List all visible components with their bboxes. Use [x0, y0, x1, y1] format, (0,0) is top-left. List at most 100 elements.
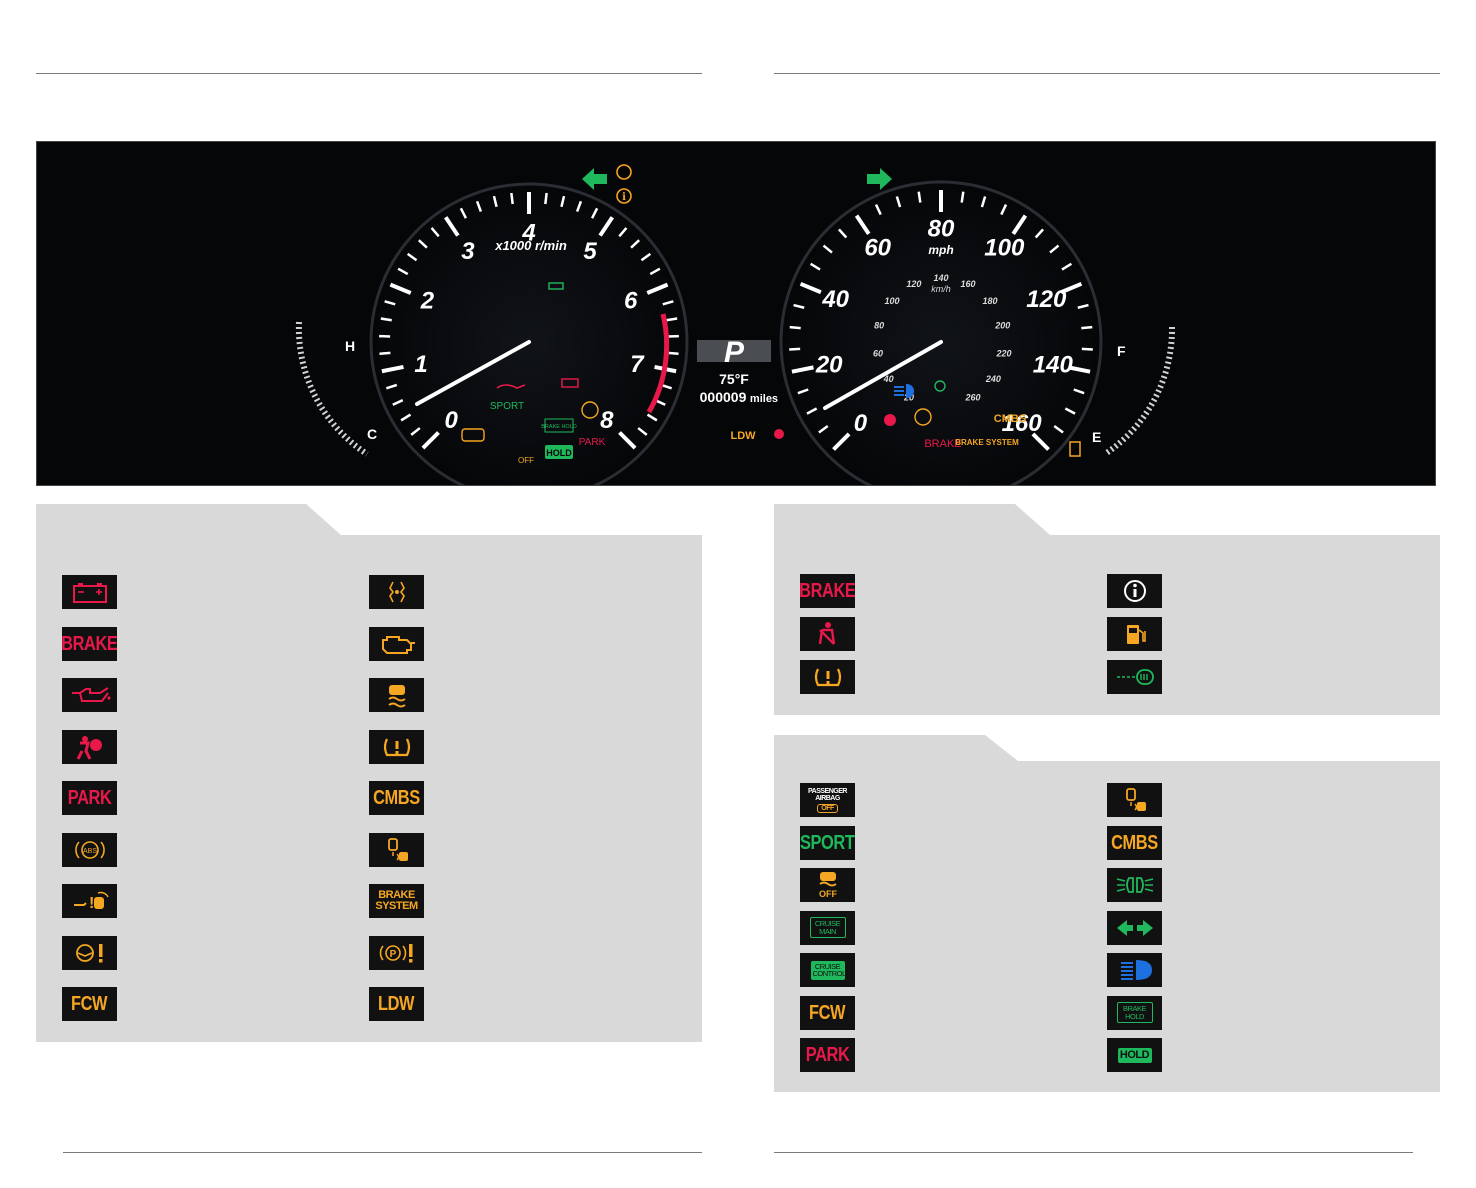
fuel-gauge: [1103, 326, 1176, 457]
legend-tile-check-engine: [369, 626, 424, 661]
gauge-number: 160: [961, 279, 976, 289]
svg-text:i: i: [622, 192, 626, 203]
steering-warning-icon: [75, 943, 102, 962]
stability-control-icon: [387, 685, 406, 708]
legend-tile-park: PARK: [800, 1038, 855, 1072]
minor-tick: [806, 407, 818, 415]
temp-cold-label: C: [367, 426, 377, 442]
legend-tile-tire-pressure: [369, 729, 424, 764]
cluster-fog-icon: [934, 380, 946, 392]
minor-tick: [590, 207, 599, 219]
legend-tile-label: BRAKE: [62, 632, 117, 655]
major-tick: [389, 282, 412, 295]
major-tick: [1031, 432, 1050, 451]
cluster-hold-box: [545, 445, 573, 459]
minor-tick: [1053, 424, 1064, 434]
tach-unit: x1000 r/min: [494, 238, 567, 253]
minor-tick: [384, 300, 396, 306]
legend-tile-label: FCW: [809, 1001, 846, 1024]
minor-tick: [789, 325, 801, 330]
gauge-number: 8: [600, 407, 614, 434]
minor-tick: [618, 227, 628, 238]
minor-tick: [1081, 347, 1093, 351]
legend-tile-label: CRUISE MAIN: [809, 917, 846, 938]
gauge-number: 120: [1026, 286, 1067, 313]
minor-tick: [492, 195, 498, 208]
gauge-number: 5: [583, 238, 597, 265]
legend-tile-ldw: LDW: [369, 987, 424, 1021]
minor-tick: [640, 252, 652, 262]
cluster-oil-icon: [496, 384, 526, 389]
legend-tile-cruise-control: CRUISE CONTROL: [800, 953, 855, 987]
cluster-info-icon: [616, 188, 632, 204]
gauge-number: 160: [1002, 410, 1043, 437]
minor-tick: [646, 413, 658, 422]
minor-tick: [895, 196, 902, 208]
major-tick: [799, 281, 822, 295]
left-turn-arrow-icon: [582, 168, 607, 190]
minor-tick: [637, 427, 648, 436]
legend-tile-oil-pressure: [62, 678, 117, 712]
check-engine-icon: [381, 635, 415, 654]
minor-tick: [822, 244, 833, 254]
minor-tick: [397, 267, 409, 276]
legend-tile-label: PARK: [67, 787, 112, 809]
speed-kmh-unit: km/h: [931, 284, 951, 294]
gauge-number: 180: [983, 296, 998, 306]
legend-tile-tire-pressure: [800, 660, 855, 694]
minor-tick: [410, 427, 421, 436]
legend-tile-brake: BRAKE: [800, 574, 855, 608]
info-icon: [1123, 580, 1146, 602]
legend-tile-brake: BRAKE: [62, 626, 117, 661]
gauge-number: 0: [854, 410, 868, 437]
oil-pressure-icon: [71, 687, 111, 702]
minor-tick: [630, 239, 640, 249]
minor-tick: [406, 252, 418, 262]
fog-light-icon: [1116, 877, 1153, 893]
top-rule-right: [774, 73, 1440, 74]
legend-tile-brake-hold: BRAKE HOLD: [1107, 995, 1162, 1030]
minor-tick: [666, 317, 678, 322]
legend-tile-cmbs: CMBS: [369, 781, 424, 815]
cluster-check-engine-icon: [461, 428, 485, 442]
transmission-icon: [388, 581, 405, 603]
gauge-number: 60: [864, 235, 891, 262]
road-departure-icon: !: [73, 891, 109, 912]
legend-tile-label: LDW: [378, 993, 415, 1015]
minor-tick: [418, 239, 428, 249]
minor-tick: [400, 413, 412, 422]
gauge-number: 40: [883, 374, 894, 384]
gauge-number: 4: [521, 219, 535, 246]
gauge-number: 100: [984, 235, 1025, 262]
bottom-rule-left: [63, 1152, 702, 1153]
minor-tick: [1061, 262, 1073, 271]
minor-tick: [1064, 407, 1076, 415]
major-tick: [381, 365, 404, 374]
legend-tile-hold: HOLD: [1107, 1038, 1162, 1072]
gauge-number: 80: [874, 321, 884, 331]
major-tick: [646, 282, 669, 295]
legend-tile-brake-system: BRAKE SYSTEM: [369, 884, 424, 918]
cluster-fuel-icon: [1069, 441, 1081, 457]
panel-right-top-tab: [1015, 504, 1440, 535]
legend-tile-fog-light: [1107, 868, 1162, 902]
legend-tile-sport: SPORT: [800, 825, 855, 860]
odometer-unit: miles: [750, 393, 778, 405]
minor-tick: [649, 267, 661, 276]
svg-text:ABS: ABS: [82, 848, 96, 855]
gauge-number: 1: [414, 351, 427, 378]
legend-tile-cmbs: CMBS: [1107, 825, 1162, 860]
gear-indicator: P: [724, 336, 745, 369]
airbag-icon: [76, 735, 102, 760]
minor-tick: [1034, 228, 1045, 239]
minor-tick: [1081, 325, 1093, 330]
speedometer-dial: [779, 180, 1103, 485]
gauge-number: 260: [964, 393, 980, 403]
tach-redline: [646, 313, 670, 414]
minor-tick: [960, 191, 965, 203]
cluster-brake-hold-box: [544, 418, 574, 433]
